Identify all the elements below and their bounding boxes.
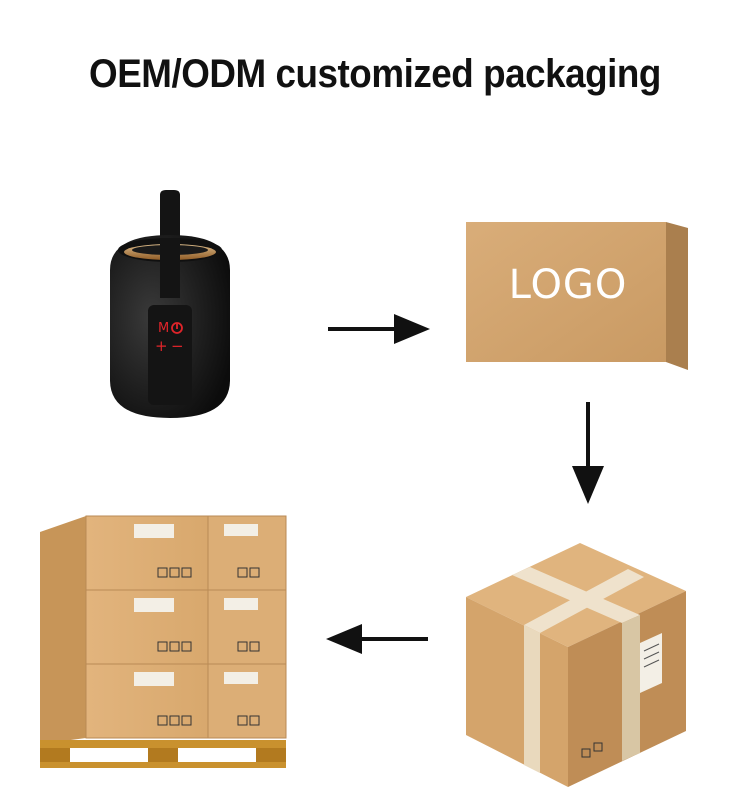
arrow-left-icon [326,624,428,654]
speaker-product: M + − [110,190,230,418]
box-with-logo [466,222,688,370]
volume-up-label: + [155,337,168,355]
arrow-right-icon [328,314,430,344]
palletized-boxes [40,515,287,768]
page-title: OEM/ODM customized packaging [89,52,661,96]
arrow-down-icon [572,402,604,504]
box-logo-text: LOGO [508,262,628,308]
mode-button-label: M [158,321,169,336]
power-button [171,322,183,334]
volume-down-label: − [171,337,184,355]
sealed-shipping-box [466,543,686,787]
